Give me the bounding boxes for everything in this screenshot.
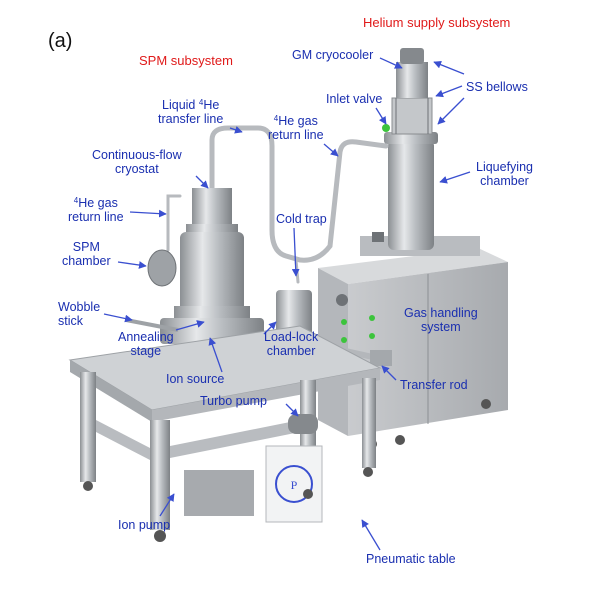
label-line: chamber: [62, 254, 111, 268]
label-line: He gas: [78, 196, 118, 210]
he4-superscript: 4: [73, 196, 79, 205]
panel-label: (a): [48, 30, 73, 52]
cryocooler-stack: [382, 48, 438, 250]
label-line: Continuous-flow: [92, 148, 182, 162]
label-wobble-stick: Wobble stick: [58, 300, 100, 328]
label-continuous-flow-cryostat: Continuous-flow cryostat: [92, 148, 182, 176]
label-line: Wobble: [58, 300, 101, 314]
label-line: return line: [268, 128, 324, 142]
helium-subsystem-title: Helium supply subsystem: [363, 15, 511, 30]
spm-subsystem-title: SPM subsystem: [139, 53, 233, 68]
label-transfer-rod: Transfer rod: [400, 378, 468, 392]
label-ss-bellows: SS bellows: [466, 80, 528, 94]
label-inlet-valve: Inlet valve: [326, 92, 383, 106]
pneumatic-table: P: [68, 325, 382, 542]
label-line: He gas: [278, 114, 318, 128]
label-gas-handling-system: Gas handling system: [404, 306, 478, 334]
label-he-gas-return-left: 4He gas return line: [68, 194, 124, 224]
label-gm-cryocooler: GM cryocooler: [292, 48, 374, 62]
label-line: Liquid: [162, 98, 199, 112]
label-he-gas-return-right: 4He gas return line: [268, 112, 324, 142]
label-line: Load-lock: [264, 330, 319, 344]
label-liquefying-chamber: Liquefying chamber: [476, 160, 533, 188]
label-line: return line: [68, 210, 124, 224]
label-line: cryostat: [114, 162, 159, 176]
label-liquid-he-transfer-line: Liquid 4He transfer line: [158, 96, 223, 126]
gas-handling-cabinet: [318, 232, 508, 449]
label-line: SPM: [72, 240, 100, 254]
label-line: He: [203, 98, 220, 112]
label-line: Liquefying: [476, 160, 533, 174]
label-pneumatic-table: Pneumatic table: [366, 552, 456, 566]
label-line: chamber: [266, 344, 316, 358]
label-line: system: [421, 320, 461, 334]
svg-text:P: P: [291, 478, 298, 492]
label-load-lock-chamber: Load-lock chamber: [264, 330, 318, 358]
label-ion-pump: Ion pump: [118, 518, 171, 532]
spm-chamber: [125, 188, 392, 366]
label-ion-source: Ion source: [166, 372, 225, 386]
callout-arrows: [103, 57, 471, 551]
he4-superscript: 4: [273, 114, 279, 123]
label-annealing-stage: Annealing stage: [118, 330, 174, 358]
label-cold-trap: Cold trap: [276, 212, 327, 226]
label-line: stage: [130, 344, 162, 358]
label-spm-chamber: SPM chamber: [62, 240, 111, 268]
label-line: chamber: [480, 174, 529, 188]
he4-superscript: 4: [198, 98, 204, 107]
label-line: Annealing: [118, 330, 174, 344]
label-line: stick: [58, 314, 83, 328]
label-turbo-pump: Turbo pump: [200, 394, 267, 408]
label-line: transfer line: [158, 112, 224, 126]
label-line: Gas handling: [404, 306, 478, 320]
